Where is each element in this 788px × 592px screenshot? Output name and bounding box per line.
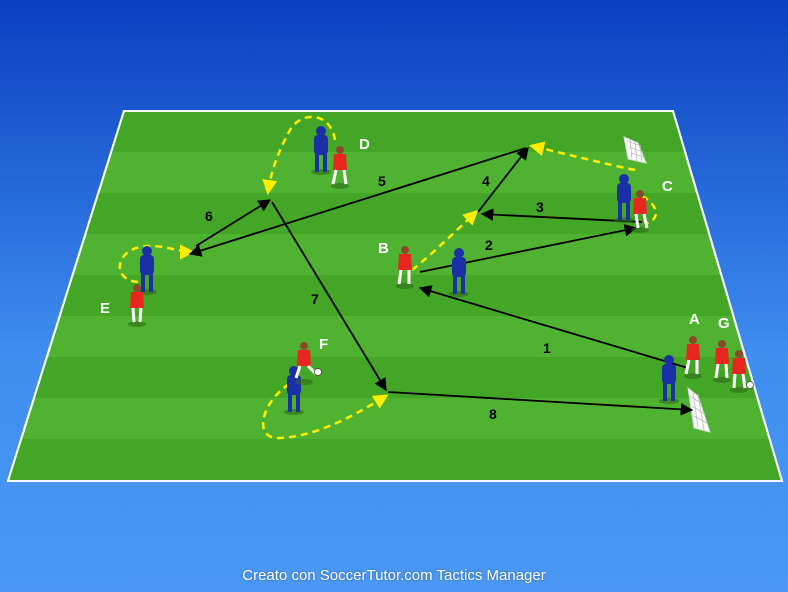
player-icon (684, 336, 702, 379)
step-label-2: 2 (485, 237, 493, 253)
player-icon (128, 284, 146, 327)
pass-arrow-icon (387, 391, 694, 416)
pitch (6, 110, 784, 482)
mini-goal-icon (623, 136, 647, 164)
player-icon (631, 190, 649, 233)
pass-arrow-icon (418, 285, 689, 369)
player-label-C: C (662, 178, 673, 195)
player-icon (396, 246, 414, 289)
player-icon (730, 350, 748, 393)
player-labels: A B C D E F G (100, 136, 730, 353)
step-label-5: 5 (378, 173, 386, 189)
pass-arrows (188, 147, 694, 416)
step-label-6: 6 (205, 208, 213, 224)
mannequin-icon (659, 355, 679, 404)
player-label-G: G (718, 315, 730, 332)
footer-credit: Creato con SoccerTutor.com Tactics Manag… (242, 567, 546, 584)
step-label-4: 4 (482, 173, 490, 189)
step-label-8: 8 (489, 406, 497, 422)
pass-arrow-icon (477, 147, 529, 213)
dribble-run-icon (262, 115, 337, 195)
step-label-7: 7 (311, 291, 319, 307)
pass-arrow-icon (195, 199, 272, 247)
step-label-1: 1 (543, 340, 551, 356)
player-label-A: A (689, 311, 700, 328)
player-icon (331, 146, 349, 189)
player-icon (713, 340, 731, 383)
mannequins (137, 126, 679, 415)
dribble-run-icon (118, 244, 195, 284)
players (128, 146, 754, 393)
pitch-stripes (8, 111, 782, 481)
mannequin-icon (311, 126, 331, 175)
pass-arrow-icon (271, 201, 387, 392)
player-label-E: E (100, 300, 110, 317)
step-label-3: 3 (536, 199, 544, 215)
dribble-run-icon (261, 376, 389, 440)
ball-icon (314, 368, 322, 376)
player-label-F: F (319, 336, 328, 353)
player-label-D: D (359, 136, 370, 153)
ball-icon (746, 381, 754, 389)
step-labels: 1 2 3 4 5 6 7 8 (205, 173, 551, 422)
mannequin-icon (614, 174, 634, 223)
pass-arrow-icon (188, 147, 527, 257)
mannequin-icon (449, 248, 469, 297)
player-label-B: B (378, 240, 389, 257)
dribble-run-icon (411, 209, 479, 271)
